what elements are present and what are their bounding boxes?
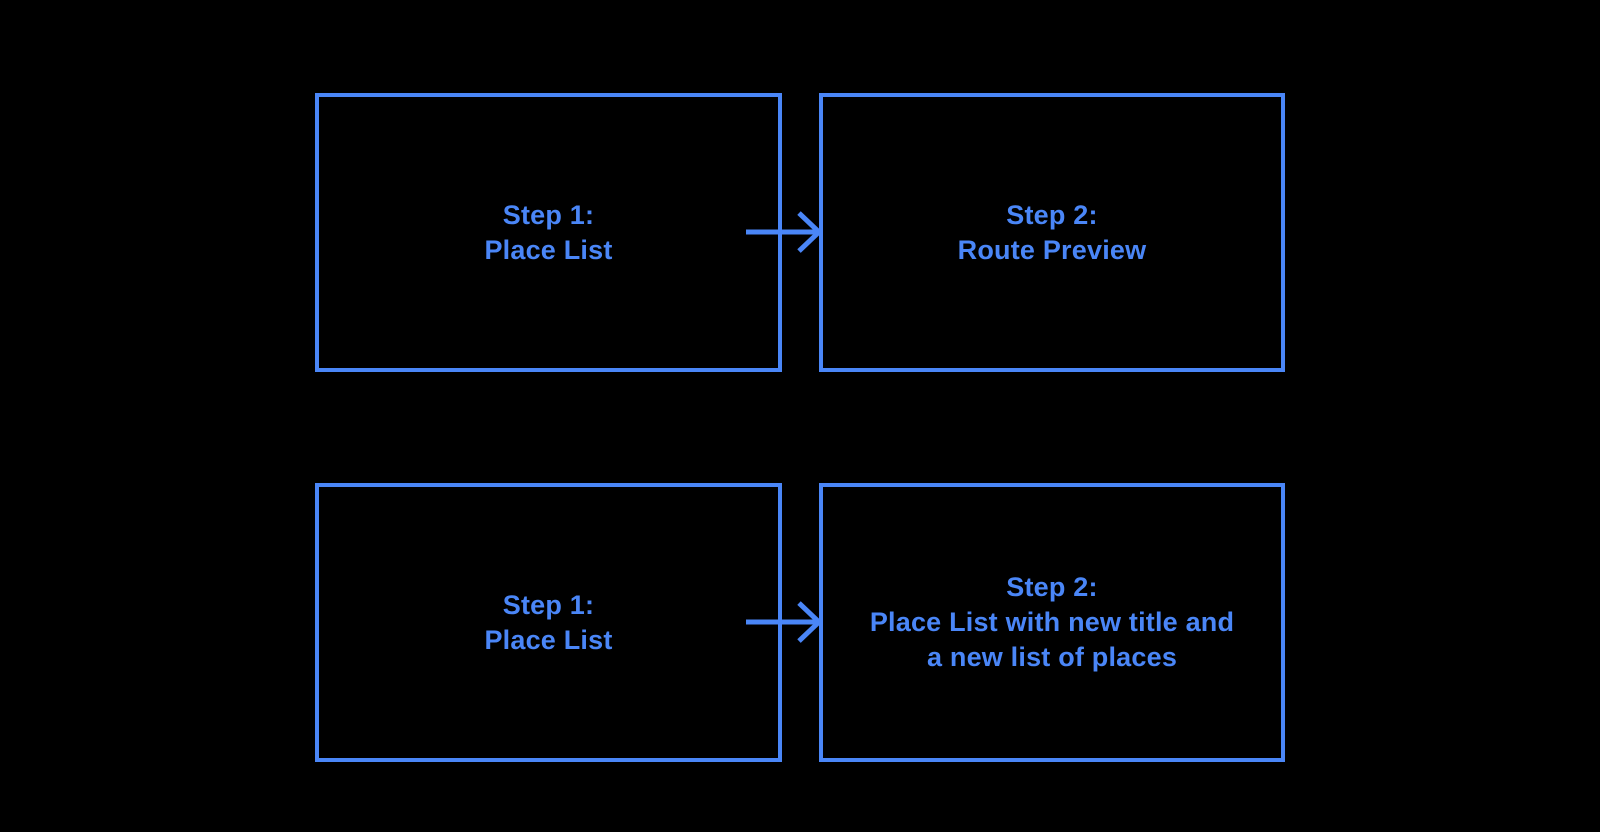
node-text-line: Place List with new title and bbox=[869, 607, 1235, 637]
arrow-right-icon bbox=[735, 207, 825, 257]
node-text-line: Route Preview bbox=[957, 234, 1147, 265]
flow-node-step2-route-preview: Step 2: Route Preview bbox=[819, 93, 1285, 372]
flow-node-step1-place-list: Step 1: Place List bbox=[315, 93, 782, 372]
node-text-line: a new list of places bbox=[926, 642, 1178, 672]
node-text-line: Step 2: bbox=[1006, 572, 1098, 602]
node-text-line: Step 1: bbox=[502, 199, 595, 230]
flow-node-step1-place-list-2: Step 1: Place List bbox=[315, 483, 782, 762]
arrow-right-icon bbox=[735, 597, 825, 647]
node-text-line: Step 1: bbox=[502, 589, 595, 620]
node-text-line: Place List bbox=[484, 624, 613, 655]
node-text-line: Step 2: bbox=[1006, 199, 1098, 230]
node-text-line: Place List bbox=[484, 234, 613, 265]
flow-node-step2-new-place-list: Step 2: Place List with new title and a … bbox=[819, 483, 1285, 762]
